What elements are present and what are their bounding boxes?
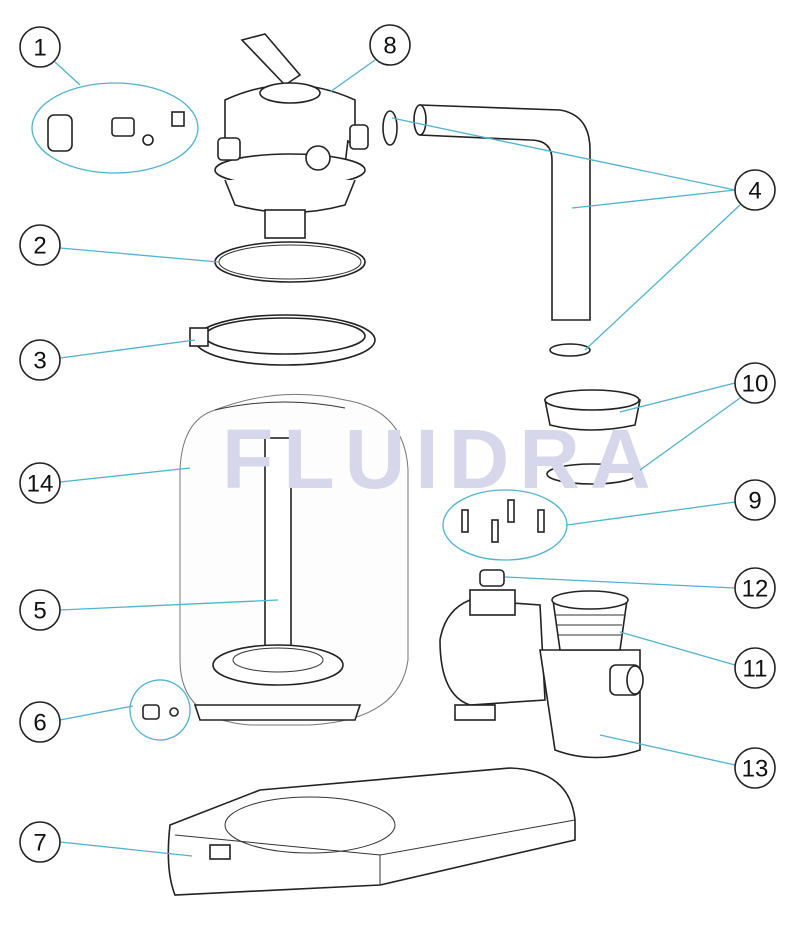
callout-14: 14 xyxy=(19,462,61,504)
callout-7: 7 xyxy=(19,821,61,863)
svg-text:7: 7 xyxy=(33,830,46,857)
part-2-o-ring xyxy=(214,241,366,283)
svg-text:8: 8 xyxy=(383,33,396,60)
svg-text:9: 9 xyxy=(748,488,761,515)
callout-2: 2 xyxy=(19,224,61,266)
svg-text:1: 1 xyxy=(33,35,46,62)
svg-text:14: 14 xyxy=(27,471,54,498)
callout-4: 4 xyxy=(734,169,776,211)
leader-lines xyxy=(54,59,741,857)
svg-text:6: 6 xyxy=(33,710,46,737)
svg-text:13: 13 xyxy=(742,756,769,783)
callout-6: 6 xyxy=(19,701,61,743)
part-11-strainer-basket xyxy=(551,590,629,651)
part-9-screws xyxy=(442,489,568,561)
callout-1: 1 xyxy=(19,26,61,68)
part-2-o-ring-inner xyxy=(218,244,362,280)
part-7-base xyxy=(167,767,576,896)
part-4-elbow-pipe xyxy=(382,104,591,357)
callout-3: 3 xyxy=(19,339,61,381)
svg-text:2: 2 xyxy=(33,233,46,260)
callout-10: 10 xyxy=(734,362,776,404)
part-13-pump xyxy=(439,589,644,759)
callout-8: 8 xyxy=(369,24,411,66)
callout-11: 11 xyxy=(734,647,776,689)
callout-13: 13 xyxy=(734,747,776,789)
callout-5: 5 xyxy=(19,589,61,631)
part-12-plug xyxy=(479,569,505,587)
watermark: FLUIDRA xyxy=(222,412,661,506)
part-3-clamp xyxy=(189,314,376,366)
callout-12: 12 xyxy=(734,567,776,609)
callout-9: 9 xyxy=(734,479,776,521)
svg-text:4: 4 xyxy=(748,178,761,205)
svg-text:10: 10 xyxy=(742,371,769,398)
part-10-lid-and-seal xyxy=(544,389,641,485)
svg-text:3: 3 xyxy=(33,348,46,375)
part-14-tank xyxy=(179,393,409,726)
part-1-kit xyxy=(31,82,199,174)
svg-text:12: 12 xyxy=(742,576,769,603)
svg-text:5: 5 xyxy=(33,598,46,625)
part-8-multiport-valve xyxy=(214,33,369,239)
part-6-drain-plug xyxy=(129,679,191,741)
svg-text:11: 11 xyxy=(743,656,768,683)
